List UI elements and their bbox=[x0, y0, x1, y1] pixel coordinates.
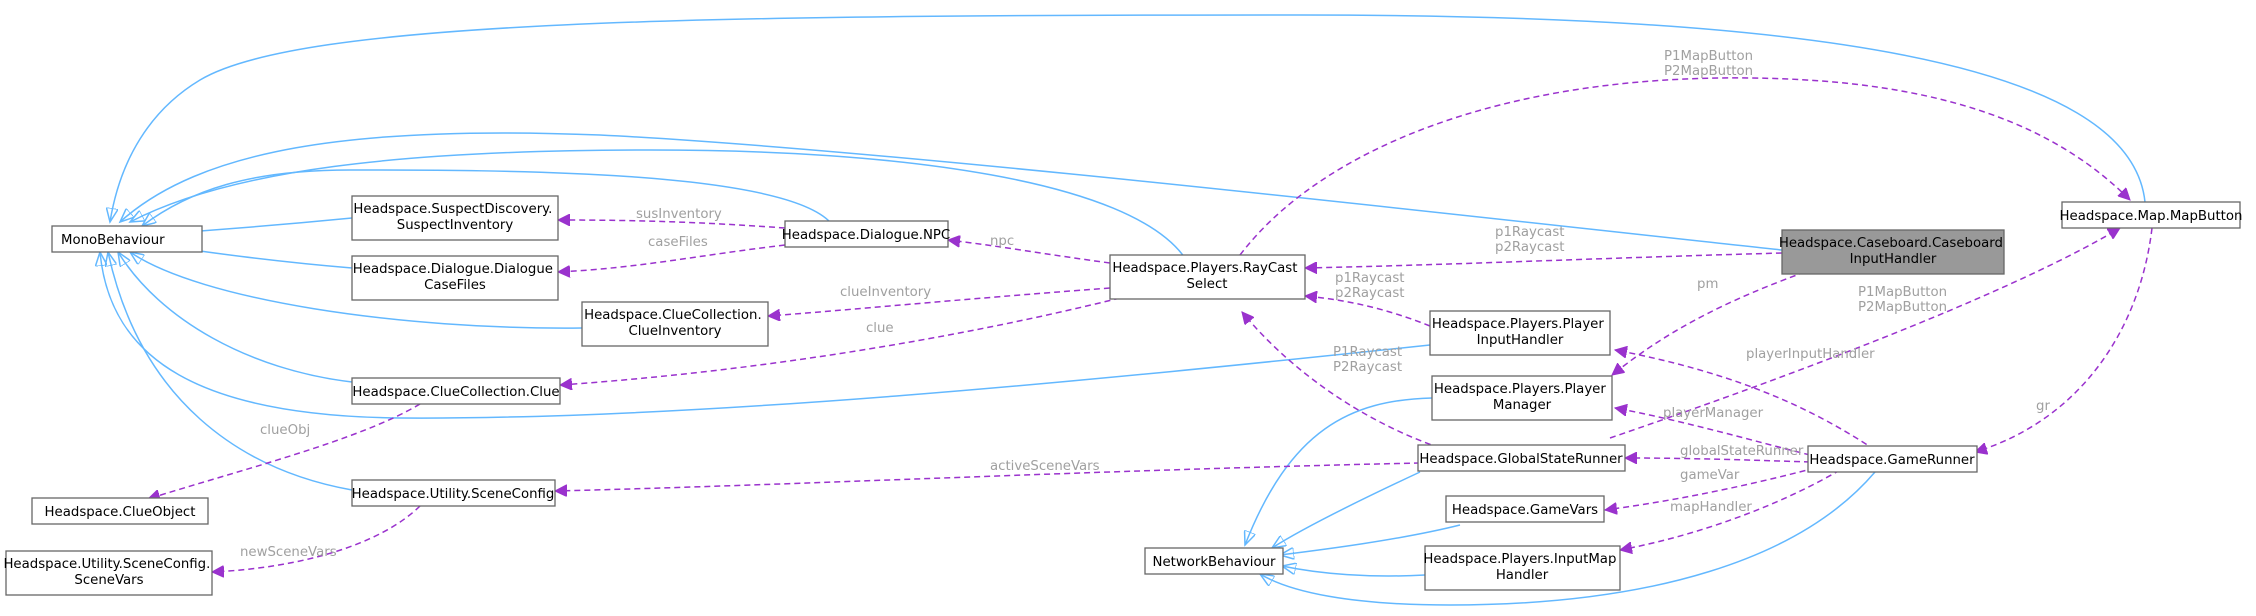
edge-inputmaphandler-to-networkbehaviour bbox=[1282, 566, 1426, 577]
node-monobehaviour[interactable]: MonoBehaviour bbox=[51, 225, 203, 253]
edge-labels: susInventory caseFiles npc clueInventory… bbox=[240, 49, 2050, 560]
edge-npc-to-monobehaviour bbox=[142, 169, 831, 226]
inheritance-edges bbox=[100, 14, 2146, 606]
label-pm: pm bbox=[1697, 277, 1718, 292]
svg-text:Headspace.Utility.SceneConfig: Headspace.Utility.SceneConfig bbox=[352, 487, 555, 502]
edge-clueinventory-to-monobehaviour bbox=[130, 252, 583, 329]
node-scene-config[interactable]: Headspace.Utility.SceneConfig bbox=[351, 479, 556, 507]
edge-raycast-clue bbox=[560, 297, 1121, 385]
label-newscenevars: newSceneVars bbox=[240, 545, 337, 560]
label-susinventory: susInventory bbox=[636, 207, 722, 222]
edge-raycast-clueinventory bbox=[768, 287, 1111, 316]
edge-gamerunner-inputmaphandler bbox=[1620, 469, 1841, 550]
label-activescenevars: activeSceneVars bbox=[990, 459, 1100, 474]
node-dialogue-casefiles[interactable]: Headspace.Dialogue.Dialogue CaseFiles bbox=[351, 255, 559, 301]
usage-edges bbox=[148, 77, 2153, 572]
svg-text:Headspace.ClueObject: Headspace.ClueObject bbox=[45, 505, 196, 520]
label-gr: gr bbox=[2036, 399, 2050, 414]
edge-clue-to-monobehaviour bbox=[118, 252, 353, 383]
node-clue[interactable]: Headspace.ClueCollection.Clue bbox=[351, 377, 561, 405]
edge-caseboard-to-monobehaviour bbox=[120, 132, 1783, 251]
label-playerinputhandler: playerInputHandler bbox=[1746, 347, 1875, 362]
label-globalstaterunner: globalStateRunner bbox=[1680, 444, 1804, 459]
edge-globalstaterunner-sceneconfig bbox=[555, 462, 1421, 491]
node-scene-vars[interactable]: Headspace.Utility.SceneConfig. SceneVars bbox=[3, 550, 214, 596]
node-input-map-handler[interactable]: Headspace.Players.InputMap Handler bbox=[1423, 545, 1621, 591]
node-map-button[interactable]: Headspace.Map.MapButton bbox=[2060, 201, 2243, 229]
edge-gamerunner-globalstaterunner bbox=[1625, 458, 1811, 462]
svg-text:Headspace.SuspectDiscovery.: Headspace.SuspectDiscovery. SuspectInven… bbox=[353, 202, 556, 233]
edge-globalstaterunner-raycast bbox=[1242, 312, 1441, 449]
label-P1raycast-globalstaterunner: P1Raycast P2Raycast bbox=[1333, 345, 1406, 375]
svg-text:Headspace.Players.RayCast: Headspace.Players.RayCast Select bbox=[1112, 261, 1301, 292]
label-clueobj: clueObj bbox=[260, 423, 310, 438]
node-caseboard-input-handler[interactable]: Headspace.Caseboard.Caseboard InputHandl… bbox=[1779, 229, 2007, 275]
node-suspect-inventory[interactable]: Headspace.SuspectDiscovery. SuspectInven… bbox=[351, 195, 559, 241]
node-game-vars[interactable]: Headspace.GameVars bbox=[1445, 495, 1605, 523]
edge-playerinputhandler-raycast bbox=[1305, 296, 1431, 327]
label-p1mapbutton-mid: P1MapButton P2MapButton bbox=[1858, 285, 1951, 315]
edge-gamerunner-to-networkbehaviour bbox=[1260, 471, 1876, 606]
svg-text:Headspace.Players.Player: Headspace.Players.Player InputHandler bbox=[1432, 317, 1608, 348]
svg-text:Headspace.Map.MapButton: Headspace.Map.MapButton bbox=[2060, 209, 2243, 224]
label-p1mapbutton-top: P1MapButton P2MapButton bbox=[1664, 49, 1757, 79]
node-game-runner[interactable]: Headspace.GameRunner bbox=[1807, 445, 1978, 473]
edge-npc-casefiles bbox=[558, 244, 786, 272]
svg-text:Headspace.GameVars: Headspace.GameVars bbox=[1452, 503, 1598, 518]
edge-sceneconfig-to-monobehaviour bbox=[108, 252, 353, 491]
edge-gamevars-to-networkbehaviour bbox=[1280, 524, 1461, 555]
label-gamevar: gameVar bbox=[1680, 468, 1740, 483]
node-clue-inventory[interactable]: Headspace.ClueCollection. ClueInventory bbox=[581, 301, 769, 347]
label-clue: clue bbox=[866, 321, 894, 336]
edge-gamerunner-playermanager bbox=[1615, 408, 1811, 456]
edge-playermanager-to-networkbehaviour bbox=[1245, 397, 1433, 545]
edge-raycast-to-monobehaviour bbox=[130, 149, 1186, 259]
edge-caseboard-playermanager bbox=[1612, 271, 1806, 375]
svg-text:MonoBehaviour: MonoBehaviour bbox=[61, 233, 165, 248]
svg-text:Headspace.Players.Player: Headspace.Players.Player Manager bbox=[1434, 382, 1610, 413]
edge-raycast-mapbutton bbox=[1239, 77, 2130, 256]
svg-text:Headspace.GameRunner: Headspace.GameRunner bbox=[1809, 453, 1975, 468]
node-player-manager[interactable]: Headspace.Players.Player Manager bbox=[1431, 375, 1613, 421]
svg-text:NetworkBehaviour: NetworkBehaviour bbox=[1153, 555, 1277, 570]
edge-globalstaterunner-to-networkbehaviour bbox=[1272, 471, 1421, 548]
svg-text:Headspace.Dialogue.NPC: Headspace.Dialogue.NPC bbox=[782, 228, 950, 243]
label-npc: npc bbox=[990, 234, 1014, 249]
svg-text:Headspace.ClueCollection.Clue: Headspace.ClueCollection.Clue bbox=[352, 385, 559, 400]
label-p1raycast-playerinputhandler: p1Raycast p2Raycast bbox=[1335, 271, 1409, 301]
edge-mapbutton-to-monobehaviour bbox=[110, 14, 2146, 222]
node-network-behaviour[interactable]: NetworkBehaviour bbox=[1144, 547, 1284, 575]
svg-text:Headspace.GlobalStateRunner: Headspace.GlobalStateRunner bbox=[1419, 452, 1623, 467]
label-playermanager: playerManager bbox=[1663, 406, 1764, 421]
edge-playerinputhandler-to-monobehaviour bbox=[100, 252, 1431, 419]
svg-text:Headspace.ClueCollection.: Headspace.ClueCollection. ClueInventory bbox=[584, 308, 766, 339]
svg-text:Headspace.Utility.SceneConfig.: Headspace.Utility.SceneConfig. SceneVars bbox=[3, 557, 214, 588]
svg-text:Headspace.Dialogue.Dialogue: Headspace.Dialogue.Dialogue CaseFiles bbox=[353, 262, 557, 293]
node-clue-object[interactable]: Headspace.ClueObject bbox=[31, 497, 209, 525]
label-p1raycast-caseboard: p1Raycast p2Raycast bbox=[1495, 225, 1569, 255]
node-global-state-runner[interactable]: Headspace.GlobalStateRunner bbox=[1417, 444, 1626, 472]
edge-clue-clueobject bbox=[148, 403, 421, 499]
edge-raycast-npc bbox=[948, 240, 1111, 264]
node-player-input-handler[interactable]: Headspace.Players.Player InputHandler bbox=[1429, 310, 1611, 356]
edge-gamerunner-gamevars bbox=[1605, 467, 1816, 510]
svg-text:Headspace.Players.InputMap: Headspace.Players.InputMap Handler bbox=[1423, 552, 1620, 583]
edge-sceneconfig-scenevars bbox=[212, 505, 421, 572]
edge-caseboard-raycast bbox=[1305, 252, 1783, 268]
node-npc[interactable]: Headspace.Dialogue.NPC bbox=[782, 220, 950, 248]
edge-npc-susinventory bbox=[558, 220, 786, 229]
label-casefiles: caseFiles bbox=[648, 235, 708, 250]
edge-gamerunner-playerinputhandler bbox=[1615, 350, 1876, 451]
edge-mapbutton-gamerunner bbox=[1975, 227, 2153, 452]
svg-text:Headspace.Caseboard.Caseboard: Headspace.Caseboard.Caseboard InputHandl… bbox=[1779, 236, 2007, 267]
label-maphandler: mapHandler bbox=[1670, 500, 1752, 515]
label-clueinventory: clueInventory bbox=[840, 285, 931, 300]
node-raycast-select[interactable]: Headspace.Players.RayCast Select bbox=[1109, 254, 1306, 300]
